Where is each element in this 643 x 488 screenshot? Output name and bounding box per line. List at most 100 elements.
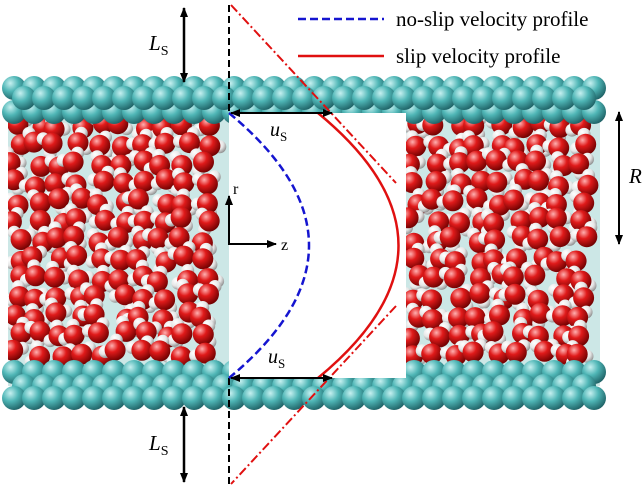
wall-atom bbox=[472, 86, 496, 110]
wall-atom bbox=[122, 386, 146, 410]
wall-atom bbox=[272, 86, 296, 110]
wall-atom bbox=[302, 386, 326, 410]
profile-panel bbox=[229, 113, 406, 378]
oxygen-atom bbox=[114, 284, 136, 306]
oxygen-atom bbox=[442, 190, 464, 212]
wall-atom bbox=[2, 386, 26, 410]
oxygen-atom bbox=[576, 226, 598, 248]
oxygen-atom bbox=[549, 226, 571, 248]
oxygen-atom bbox=[510, 210, 532, 232]
oxygen-atom bbox=[489, 304, 510, 326]
wall-atom bbox=[202, 386, 226, 410]
oxygen-atom bbox=[198, 283, 219, 305]
oxygen-atom bbox=[131, 339, 153, 361]
oxygen-atom bbox=[483, 212, 505, 234]
oxygen-atom bbox=[194, 342, 216, 364]
oxygen-atom bbox=[67, 132, 89, 154]
slip-length-label-bottom: LS bbox=[148, 431, 168, 459]
oxygen-atom bbox=[485, 149, 507, 171]
oxygen-atom bbox=[422, 309, 443, 331]
wall-atom bbox=[502, 386, 526, 410]
oxygen-atom bbox=[177, 283, 199, 305]
oxygen-atom bbox=[462, 341, 484, 363]
oxygen-atom bbox=[170, 206, 192, 228]
wall-atom bbox=[82, 386, 106, 410]
wall-atom bbox=[192, 86, 216, 110]
wall-atom bbox=[162, 386, 186, 410]
radius-label: R bbox=[628, 164, 642, 188]
oxygen-atom bbox=[66, 245, 88, 267]
oxygen-atom bbox=[63, 324, 85, 346]
oxygen-atom bbox=[525, 150, 546, 172]
oxygen-atom bbox=[62, 151, 84, 173]
oxygen-atom bbox=[469, 282, 491, 304]
wall-atom bbox=[542, 386, 566, 410]
water-molecules bbox=[8, 108, 599, 372]
oxygen-atom bbox=[505, 341, 527, 363]
oxygen-atom bbox=[565, 250, 587, 272]
oxygen-atom bbox=[464, 307, 486, 329]
oxygen-atom bbox=[63, 225, 85, 247]
oxygen-atom bbox=[93, 170, 115, 192]
oxygen-atom bbox=[44, 266, 65, 288]
wall-atom bbox=[392, 86, 416, 110]
oxygen-atom bbox=[486, 171, 508, 193]
wall-atom bbox=[572, 86, 596, 110]
slip-velocity-label-top: uS bbox=[270, 119, 287, 144]
wall-atom bbox=[102, 386, 126, 410]
oxygen-atom bbox=[46, 227, 68, 249]
slip-velocity-curve bbox=[317, 112, 400, 379]
oxygen-atom bbox=[528, 169, 549, 191]
oxygen-atom bbox=[425, 171, 447, 192]
wall-atom bbox=[442, 386, 466, 410]
oxygen-atom bbox=[502, 266, 524, 288]
wall-atom bbox=[182, 386, 206, 410]
oxygen-atom bbox=[171, 323, 193, 345]
wall-atom bbox=[252, 86, 276, 110]
slip-velocity-label-bottom: uS bbox=[268, 346, 285, 371]
oxygen-atom bbox=[173, 245, 195, 267]
oxygen-atom bbox=[41, 132, 63, 154]
oxygen-atom bbox=[529, 302, 551, 324]
oxygen-atom bbox=[577, 174, 599, 196]
oxygen-atom bbox=[482, 321, 504, 343]
oxygen-atom bbox=[192, 248, 214, 270]
oxygen-atom bbox=[179, 132, 200, 154]
oxygen-atom bbox=[421, 343, 443, 365]
slip-extrapolation-bottom bbox=[230, 305, 397, 485]
wall-atom bbox=[232, 86, 256, 110]
oxygen-atom bbox=[155, 168, 177, 190]
oxygen-atom bbox=[149, 340, 171, 362]
oxygen-atom bbox=[87, 322, 109, 344]
oxygen-atom bbox=[48, 188, 70, 210]
wall-atom bbox=[412, 86, 436, 110]
wall-atom bbox=[452, 86, 476, 110]
wall-atom bbox=[462, 386, 486, 410]
wall-atom bbox=[582, 386, 606, 410]
oxygen-atom bbox=[29, 209, 51, 231]
wall-atom bbox=[432, 86, 456, 110]
wall-atom bbox=[242, 386, 266, 410]
wall-atom bbox=[152, 86, 176, 110]
oxygen-atom bbox=[405, 135, 427, 157]
noslip-velocity-profile bbox=[228, 112, 311, 379]
wall-atom bbox=[562, 386, 586, 410]
oxygen-atom bbox=[110, 249, 132, 271]
wall-atom bbox=[352, 86, 376, 110]
wall-atom bbox=[12, 86, 36, 110]
oxygen-atom bbox=[448, 307, 469, 329]
oxygen-atom bbox=[8, 339, 24, 361]
oxygen-atom bbox=[133, 170, 155, 192]
wall-atom bbox=[402, 386, 426, 410]
oxygen-atom bbox=[196, 173, 218, 195]
oxygen-atom bbox=[25, 265, 46, 287]
legend: no-slip velocity profile slip velocity p… bbox=[298, 7, 588, 68]
oxygen-atom bbox=[421, 289, 443, 311]
wall-atom bbox=[322, 386, 346, 410]
oxygen-atom bbox=[503, 189, 524, 211]
oxygen-atom bbox=[198, 210, 220, 232]
slip-extrapolation-top bbox=[230, 4, 397, 184]
oxygen-atom bbox=[107, 226, 129, 248]
oxygen-atom bbox=[423, 266, 444, 288]
